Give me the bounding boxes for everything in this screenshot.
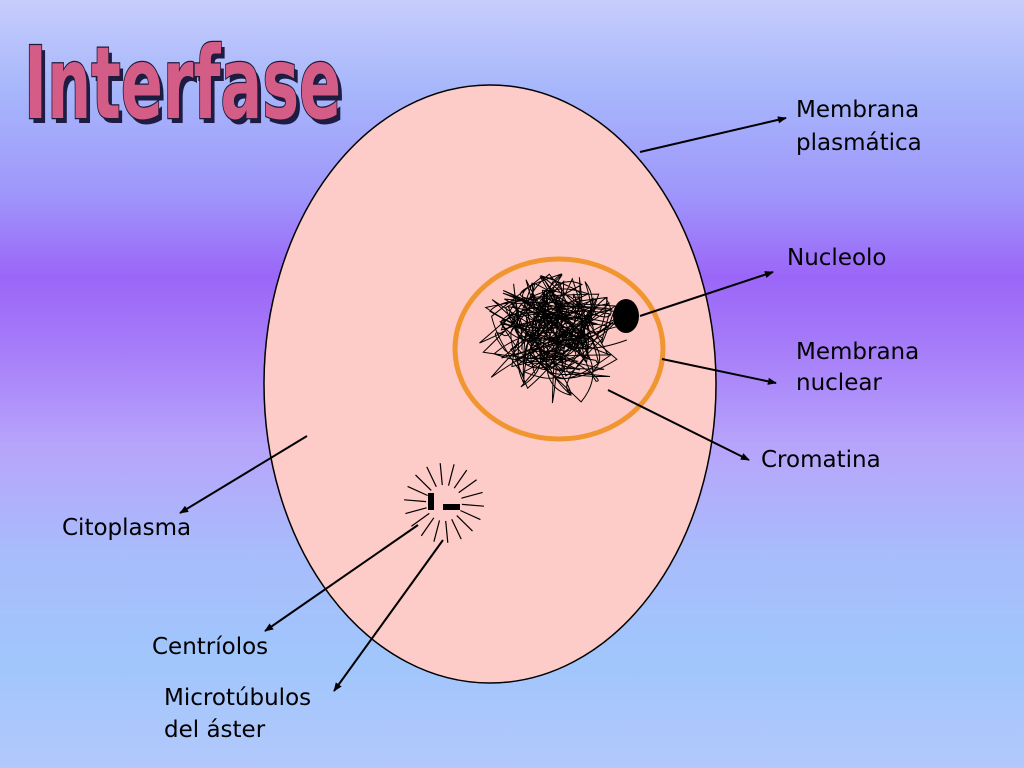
microtubule-ray (404, 499, 427, 503)
chromatin (479, 273, 627, 404)
microtubule-ray (433, 520, 441, 542)
microtubule-ray (420, 517, 435, 537)
pointer-membrana-plasmatica (639, 116, 787, 153)
label-nucleolo: Nucleolo (787, 245, 887, 271)
label-microtubulos-line1: Microtúbulos (164, 685, 311, 711)
microtubule-ray (445, 520, 449, 543)
microtubule-ray (458, 479, 477, 494)
title-shadow: Interfase (28, 30, 345, 147)
page-title: Interfase (24, 25, 341, 142)
centriole-vertical (428, 493, 434, 510)
label-membrana-nuclear-line2: nuclear (796, 370, 882, 396)
microtubule-ray (451, 519, 462, 540)
pointer-citoplasma (179, 435, 308, 514)
microtubule-ray (461, 503, 484, 507)
microtubule-ray (439, 463, 443, 486)
microtubule-ray (453, 469, 468, 489)
nucleolus (613, 299, 639, 333)
microtubule-ray (426, 466, 437, 487)
microtubule-ray (460, 509, 481, 521)
label-microtubulos-line2: del áster (164, 717, 266, 743)
label-cromatina: Cromatina (761, 447, 881, 473)
label-membrana-plasmatica-line1: Membrana (796, 97, 919, 123)
pointer-membrana-nuclear (661, 358, 777, 385)
microtubule-ray (407, 485, 428, 497)
label-membrana-plasmatica: Membrana plasmática (796, 97, 927, 156)
pointer-microtubulos (333, 539, 444, 692)
microtubule-ray (405, 507, 427, 515)
label-citoplasma: Citoplasma (62, 515, 191, 541)
label-membrana-nuclear: Membrana nuclear (796, 339, 927, 396)
microtubule-ray (456, 515, 473, 532)
aster (404, 463, 484, 543)
microtubule-ray (415, 474, 432, 491)
centriole-horizontal (443, 504, 460, 510)
label-microtubulos: Microtúbulos del áster (164, 685, 318, 743)
title-group: Interfase Interfase (23, 24, 345, 147)
microtubule-ray (461, 491, 483, 499)
label-centriolos: Centríolos (152, 634, 268, 660)
microtubule-ray (447, 464, 455, 486)
pointer-nucleolo (639, 271, 774, 317)
microtubule-ray (411, 512, 430, 527)
label-membrana-nuclear-line1: Membrana (796, 339, 919, 365)
pointer-cromatina (607, 389, 750, 461)
label-membrana-plasmatica-line2: plasmática (796, 130, 922, 156)
pointer-centriolos (264, 524, 419, 632)
